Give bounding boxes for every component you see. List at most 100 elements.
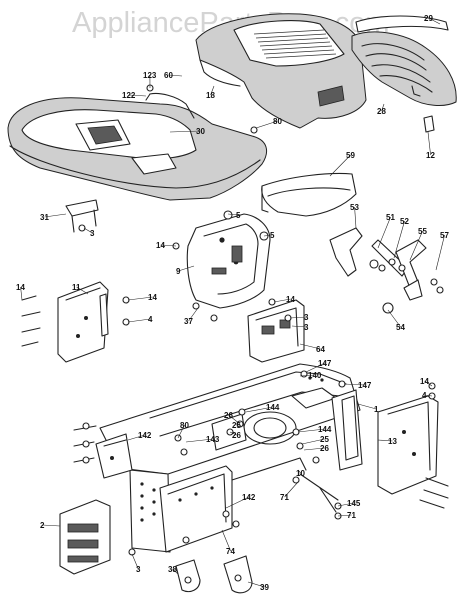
part-callout: 74 [222, 530, 235, 556]
part-number-label: 57 [440, 231, 449, 240]
main-frame [100, 364, 362, 552]
part-callout: 25 [302, 435, 329, 444]
leader-line [436, 235, 445, 270]
part-number-label: 54 [396, 323, 405, 332]
deflector-shield [262, 174, 356, 217]
dash-panel [187, 211, 270, 308]
part-callout: 71 [338, 511, 356, 520]
part-number-label: 12 [426, 151, 435, 160]
console-bracket [248, 300, 304, 362]
part-number-label: 39 [260, 583, 269, 592]
part-number-label: 147 [318, 359, 332, 368]
part-number-label: 144 [266, 403, 280, 412]
leader-line [128, 319, 150, 322]
part-number-label: 4 [422, 391, 427, 400]
part-callout: 122 [122, 91, 146, 100]
part-callout: 3 [84, 228, 95, 238]
part-callout: 2 [40, 521, 60, 530]
part-callout: 80 [256, 117, 282, 128]
part-callout: 10 [296, 469, 305, 478]
part-number-label: 28 [377, 107, 386, 116]
part-number-label: 37 [184, 317, 193, 326]
part-number-label: 14 [16, 283, 25, 292]
part-number-label: 55 [418, 227, 427, 236]
part-callout: 14 [274, 295, 295, 304]
part-number-label: 14 [156, 241, 165, 250]
part-number-label: 122 [122, 91, 136, 100]
part-number-label: 3 [90, 229, 95, 238]
part-number-label: 64 [316, 345, 325, 354]
part-number-label: 80 [273, 117, 282, 126]
part-callout: 28 [377, 104, 386, 116]
part-number-label: 71 [347, 511, 356, 520]
part-number-label: 4 [148, 315, 153, 324]
part-number-label: 142 [242, 493, 256, 502]
hitch-bracket-right [224, 556, 252, 593]
part-callout: 37 [184, 308, 198, 326]
part-callout: 71 [280, 482, 298, 502]
part-callout: 59 [330, 151, 355, 176]
part-callout: 123 [143, 71, 157, 88]
part-number-label: 14 [148, 293, 157, 302]
part-number-label: 11 [72, 283, 81, 292]
part-number-label: 142 [138, 431, 152, 440]
part-number-label: 29 [424, 14, 433, 23]
part-callout: 38 [168, 565, 178, 574]
part-number-label: 14 [286, 295, 295, 304]
part-callout: 18 [206, 86, 215, 100]
part-callout: 31 [40, 213, 66, 222]
right-side-panel [378, 396, 448, 508]
part-number-label: 2 [40, 521, 45, 530]
part-number-label: 144 [318, 425, 332, 434]
part-callout: 12 [426, 132, 435, 160]
part-number-label: 25 [232, 421, 241, 430]
part-number-label: 38 [168, 565, 177, 574]
fender-body [8, 93, 267, 200]
part-number-label: 59 [346, 151, 355, 160]
part-callout: 14 [420, 377, 432, 386]
part-number-label: 9 [176, 267, 181, 276]
part-callout: 14 [128, 293, 157, 302]
part-callout: 57 [436, 231, 449, 270]
part-number-label: 30 [196, 127, 205, 136]
part-number-label: 26 [320, 444, 329, 453]
leader-line [42, 525, 60, 526]
part-number-label: 51 [386, 213, 395, 222]
hood [196, 14, 366, 128]
part-callout: 3 [132, 554, 141, 574]
pedal-assembly [330, 228, 443, 313]
part-callout: 53 [350, 203, 359, 228]
part-number-label: 147 [358, 381, 372, 390]
part-number-label: 52 [400, 217, 409, 226]
part-callout: 14 [16, 283, 25, 300]
part-number-label: 25 [320, 435, 329, 444]
part-number-label: 1 [374, 405, 379, 414]
part-callout: 54 [388, 310, 405, 332]
part-number-label: 71 [280, 493, 289, 502]
part-number-label: 145 [347, 499, 361, 508]
part-number-label: 10 [296, 469, 305, 478]
part-number-label: 5 [270, 231, 275, 240]
part-callout: 26 [304, 444, 329, 453]
part-callout: 4 [128, 315, 153, 324]
part-number-label: 53 [350, 203, 359, 212]
part-callout: 1 [358, 404, 379, 414]
part-number-label: 143 [206, 435, 220, 444]
part-callout: 60 [164, 71, 182, 80]
part-number-label: 3 [136, 565, 141, 574]
front-grille-panel [352, 16, 456, 132]
part-number-label: 26 [224, 411, 233, 420]
part-number-label: 26 [232, 431, 241, 440]
part-number-label: 14 [420, 377, 429, 386]
part-number-label: 13 [388, 437, 397, 446]
part-number-label: 3 [304, 323, 309, 332]
part-callout: 26 [230, 431, 241, 440]
part-number-label: 3 [304, 313, 309, 322]
part-callout: 29 [424, 14, 440, 24]
part-number-label: 5 [236, 211, 241, 220]
part-number-label: 123 [143, 71, 157, 80]
left-side-panel [22, 282, 108, 362]
part-number-label: 74 [226, 547, 235, 556]
